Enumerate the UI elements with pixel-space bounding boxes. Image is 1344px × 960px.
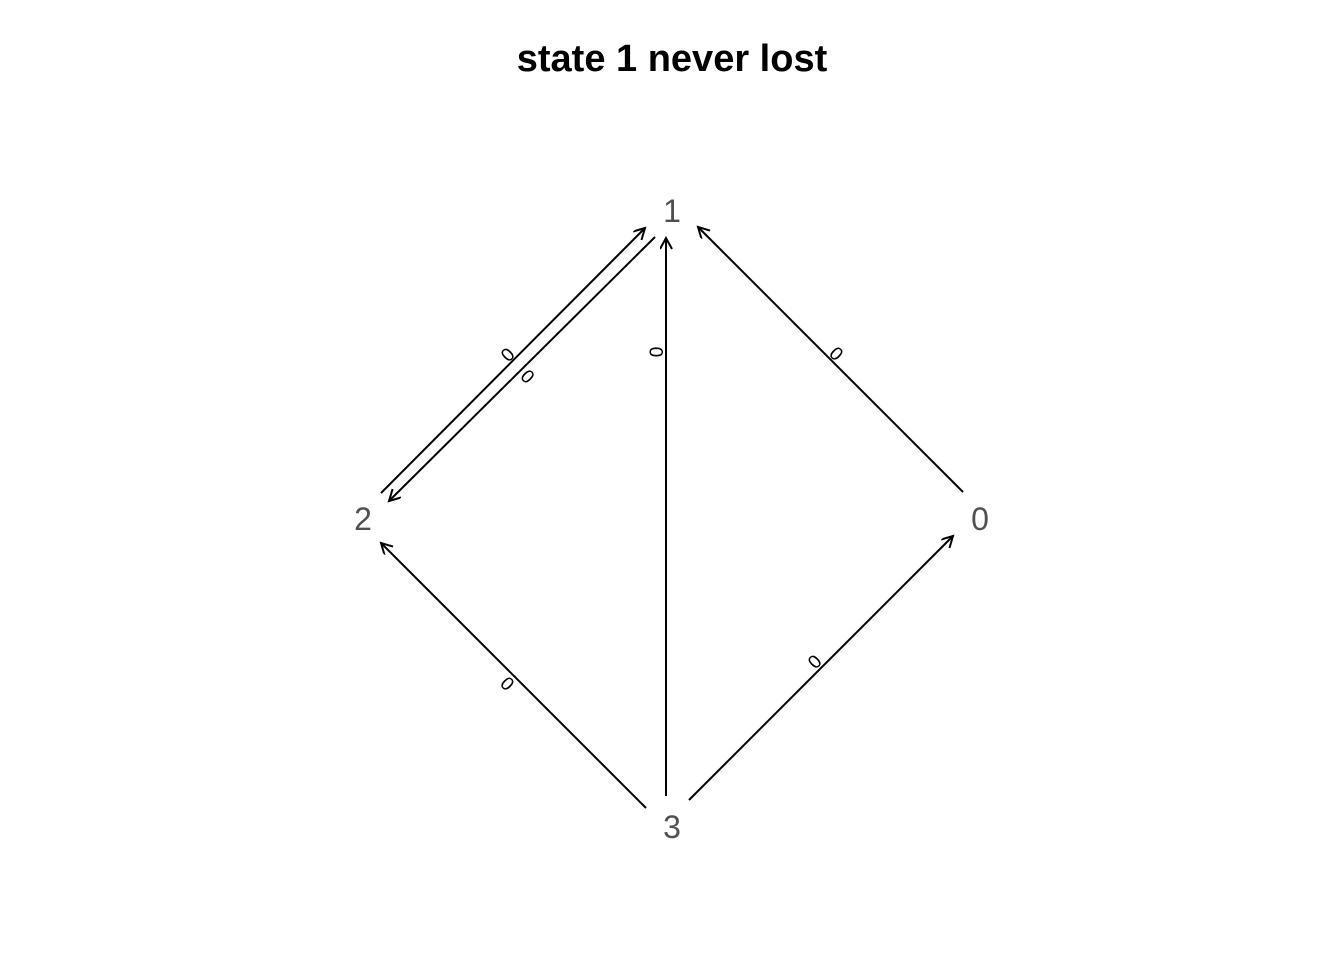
- diagram-title: state 1 never lost: [516, 38, 828, 80]
- edge-label-3-to-0: 0: [804, 651, 826, 673]
- node-3: 3: [663, 809, 681, 845]
- edge-label-0-to-1: 0: [824, 343, 846, 365]
- edge-label-2-to-1: 0: [497, 344, 519, 366]
- edge-3-to-0: [688, 536, 953, 801]
- edge-label-3-to-1: 0: [647, 347, 668, 358]
- edge-label-3-to-2: 0: [495, 673, 517, 695]
- edge-2-to-1: [380, 228, 645, 494]
- edge-label-1-to-2: 0: [517, 364, 539, 386]
- edge-3-to-2: [381, 543, 647, 809]
- node-2: 2: [354, 501, 372, 537]
- node-0: 0: [971, 501, 989, 537]
- edge-1-to-2: [389, 236, 656, 501]
- node-1: 1: [663, 193, 681, 229]
- edge-0-to-1: [698, 227, 964, 493]
